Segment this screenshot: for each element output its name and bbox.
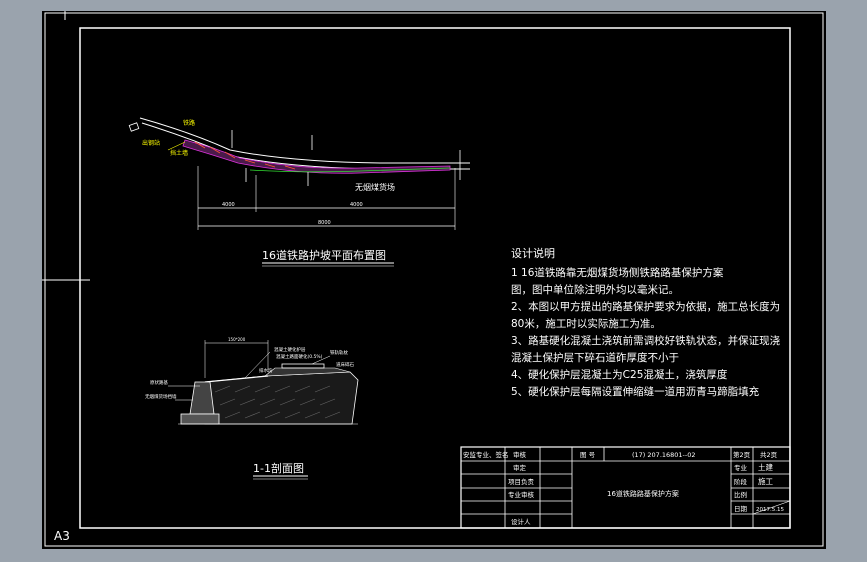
tb-sheet-total: 共2页	[760, 450, 778, 459]
note-line: 1 16道铁路靠无烟煤货场侧铁路路基保护方案	[511, 266, 724, 279]
tb-drawing-no: (17) 207.16801--02	[632, 451, 696, 459]
gravel-label: 道床碎石	[336, 361, 354, 368]
note-line: 80米，施工时以实际施工为准。	[511, 317, 661, 330]
tb-date: 2017.5.15	[756, 507, 784, 513]
tb-discipline: 土建	[758, 462, 773, 472]
track-line	[139, 117, 470, 164]
sleeper	[281, 363, 325, 369]
tb-sheet-info: 第2页	[733, 450, 751, 459]
retaining-wall	[189, 381, 215, 415]
embankment-line	[249, 167, 451, 173]
tb-row-label: 设计人	[511, 517, 531, 526]
plan-view-title: 16道铁路护坡平面布置图	[262, 248, 386, 262]
note-line: 图，图中单位除注明外均以毫米记。	[511, 283, 679, 296]
gravel-bed	[264, 367, 351, 377]
earth-hatch	[214, 385, 341, 419]
coal-yard-label: 无烟煤货场	[355, 182, 395, 192]
tb-row-label: 项目负责	[508, 477, 535, 486]
note-line: 混凝土保护层下碎石道砟厚度不小于	[511, 351, 679, 364]
base-label: 原状路基	[150, 379, 168, 386]
note-line: 3、路基硬化混凝土浇筑前需调校好铁轨状态，并保证现浇	[511, 334, 780, 347]
title-block-text: 安监专业、签名 审核 审定 项目负责 专业审核 设计人 图 号 (17) 207…	[463, 450, 784, 526]
wall-footing	[180, 413, 220, 425]
concrete-surface-label: 混凝土硬化护层	[274, 346, 306, 353]
drawing-sheet	[42, 11, 826, 549]
tb-row-label: 专业审核	[508, 490, 535, 499]
inner-border	[79, 27, 791, 529]
gate-symbol	[128, 122, 140, 132]
tb-scale-label: 比例	[734, 490, 747, 499]
tb-row-label: 审定	[513, 463, 527, 472]
tb-stage: 施工	[758, 476, 773, 486]
note-line: 5、硬化保护层每隔设置伸缩缝一道用沥青马蹄脂填充	[511, 385, 760, 398]
design-notes: 设计说明 1 16道铁路靠无烟煤货场侧铁路路基保护方案 图，图中单位除注明外均以…	[511, 246, 780, 398]
tb-row-label: 安监专业、签名	[463, 450, 509, 459]
tb-project-name: 16道铁路路基保护方案	[607, 489, 679, 498]
title-block	[460, 446, 791, 529]
plan-view: 出钢站 铁路 挡土墙 无烟煤货场 4000 4000 8000 16道铁路护坡平…	[128, 117, 470, 267]
outer-frame	[44, 12, 824, 547]
tb-drawing-no-label: 图 号	[580, 451, 596, 459]
dim-text-right: 4000	[350, 202, 363, 208]
tb-date-label: 日期	[734, 505, 748, 513]
wall-label: 无烟煤货场挡墙	[145, 393, 177, 400]
concrete-layer	[204, 375, 269, 383]
track-label: 铁轨轨枕	[330, 349, 348, 356]
tb-discipline-label: 专业	[734, 463, 748, 472]
title-block-border	[460, 446, 791, 529]
leader-line	[244, 351, 271, 379]
gate-label: 出钢站	[142, 139, 160, 147]
notes-heading: 设计说明	[511, 246, 555, 260]
dim-text-total: 8000	[318, 220, 331, 226]
retaining-wall-label: 挡土墙	[170, 149, 188, 157]
rail-label: 铁路	[183, 119, 195, 127]
tb-row-label: 审核	[513, 450, 527, 459]
drainage-label: 排水沟	[259, 367, 273, 374]
slope-hatch	[182, 139, 451, 174]
section-view: 150*200 混凝土硬化护层 混凝土路面硬化(0.5%) 铁轨轨枕 道床碎石 …	[145, 337, 359, 480]
hatch-marks	[194, 141, 296, 170]
leader-line	[311, 355, 331, 365]
note-line: 2、本图以甲方提出的路基保护要求为依据，施工总长度为	[511, 300, 780, 313]
note-line: 4、硬化保护层混凝土为C25混凝土，浇筑厚度	[511, 368, 728, 381]
section-view-title: 1-1剖面图	[253, 461, 304, 475]
pavement-label: 混凝土路面硬化(0.5%)	[276, 353, 323, 360]
tb-stage-label: 阶段	[734, 477, 748, 486]
sheet-size-label: A3	[54, 529, 70, 543]
section-dim-text: 150*200	[228, 337, 246, 342]
leader-line	[167, 141, 186, 151]
dim-text-left: 4000	[222, 202, 235, 208]
